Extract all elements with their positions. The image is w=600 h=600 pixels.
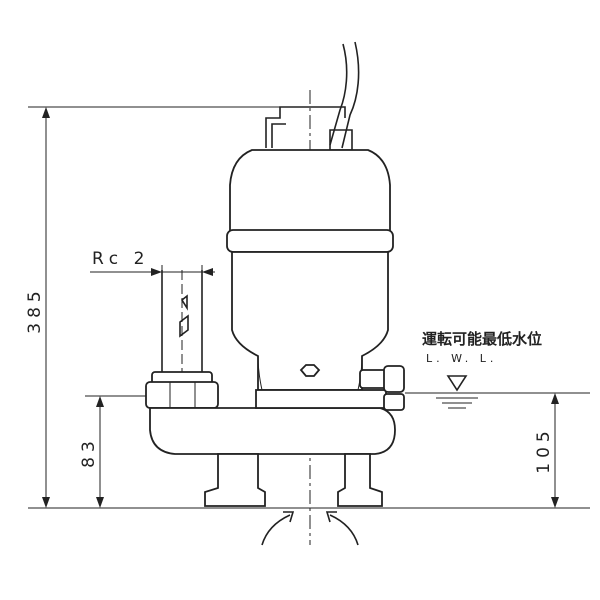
guide-bolt-lower <box>383 393 405 411</box>
power-cable <box>329 41 360 149</box>
lwl-label-japanese: 運転可能最低水位 <box>422 330 542 348</box>
dim-lwl-value: 105 <box>534 426 554 473</box>
inlet-arrow-left-head <box>283 511 295 523</box>
dim-outlet-arrow-top <box>96 396 104 407</box>
dim-rc-value: Rc 2 <box>92 249 149 269</box>
discharge-section-mark-1 <box>180 294 188 311</box>
water-level-symbol <box>446 375 468 392</box>
guide-bolt-upper <box>383 365 405 393</box>
dim-lwl-arrow-top <box>551 393 559 404</box>
dim-rc-arrow-right <box>202 268 213 276</box>
dim-overall-value: 385 <box>25 286 45 333</box>
inlet-arrow-right-head <box>325 511 337 523</box>
dim-overall-arrow-top <box>42 107 50 118</box>
drain-plug <box>299 364 321 377</box>
lifting-handle <box>265 106 346 148</box>
motor-housing-upper <box>229 149 391 233</box>
housing-neck-left <box>257 355 263 391</box>
right-stand-leg <box>337 453 383 507</box>
discharge-section-mark-2 <box>179 314 189 338</box>
discharge-flange-lower <box>145 381 219 409</box>
casing-top-plate <box>255 389 387 409</box>
inlet-arrow-left <box>261 514 291 546</box>
pump-casing <box>149 407 396 455</box>
lifting-handle-inner <box>271 123 286 148</box>
dim-outlet-arrow-bottom <box>96 497 104 508</box>
lwl-label-abbrev: L. W. L. <box>426 352 497 365</box>
dim-outlet-value: 83 <box>79 436 99 468</box>
dim-lwl-arrow-bottom <box>551 497 559 508</box>
left-stand-leg <box>204 453 266 507</box>
dim-overall-arrow-bottom <box>42 497 50 508</box>
motor-band <box>226 229 394 253</box>
dim-rc-arrow-left <box>151 268 162 276</box>
inlet-arrow-right <box>329 514 359 546</box>
